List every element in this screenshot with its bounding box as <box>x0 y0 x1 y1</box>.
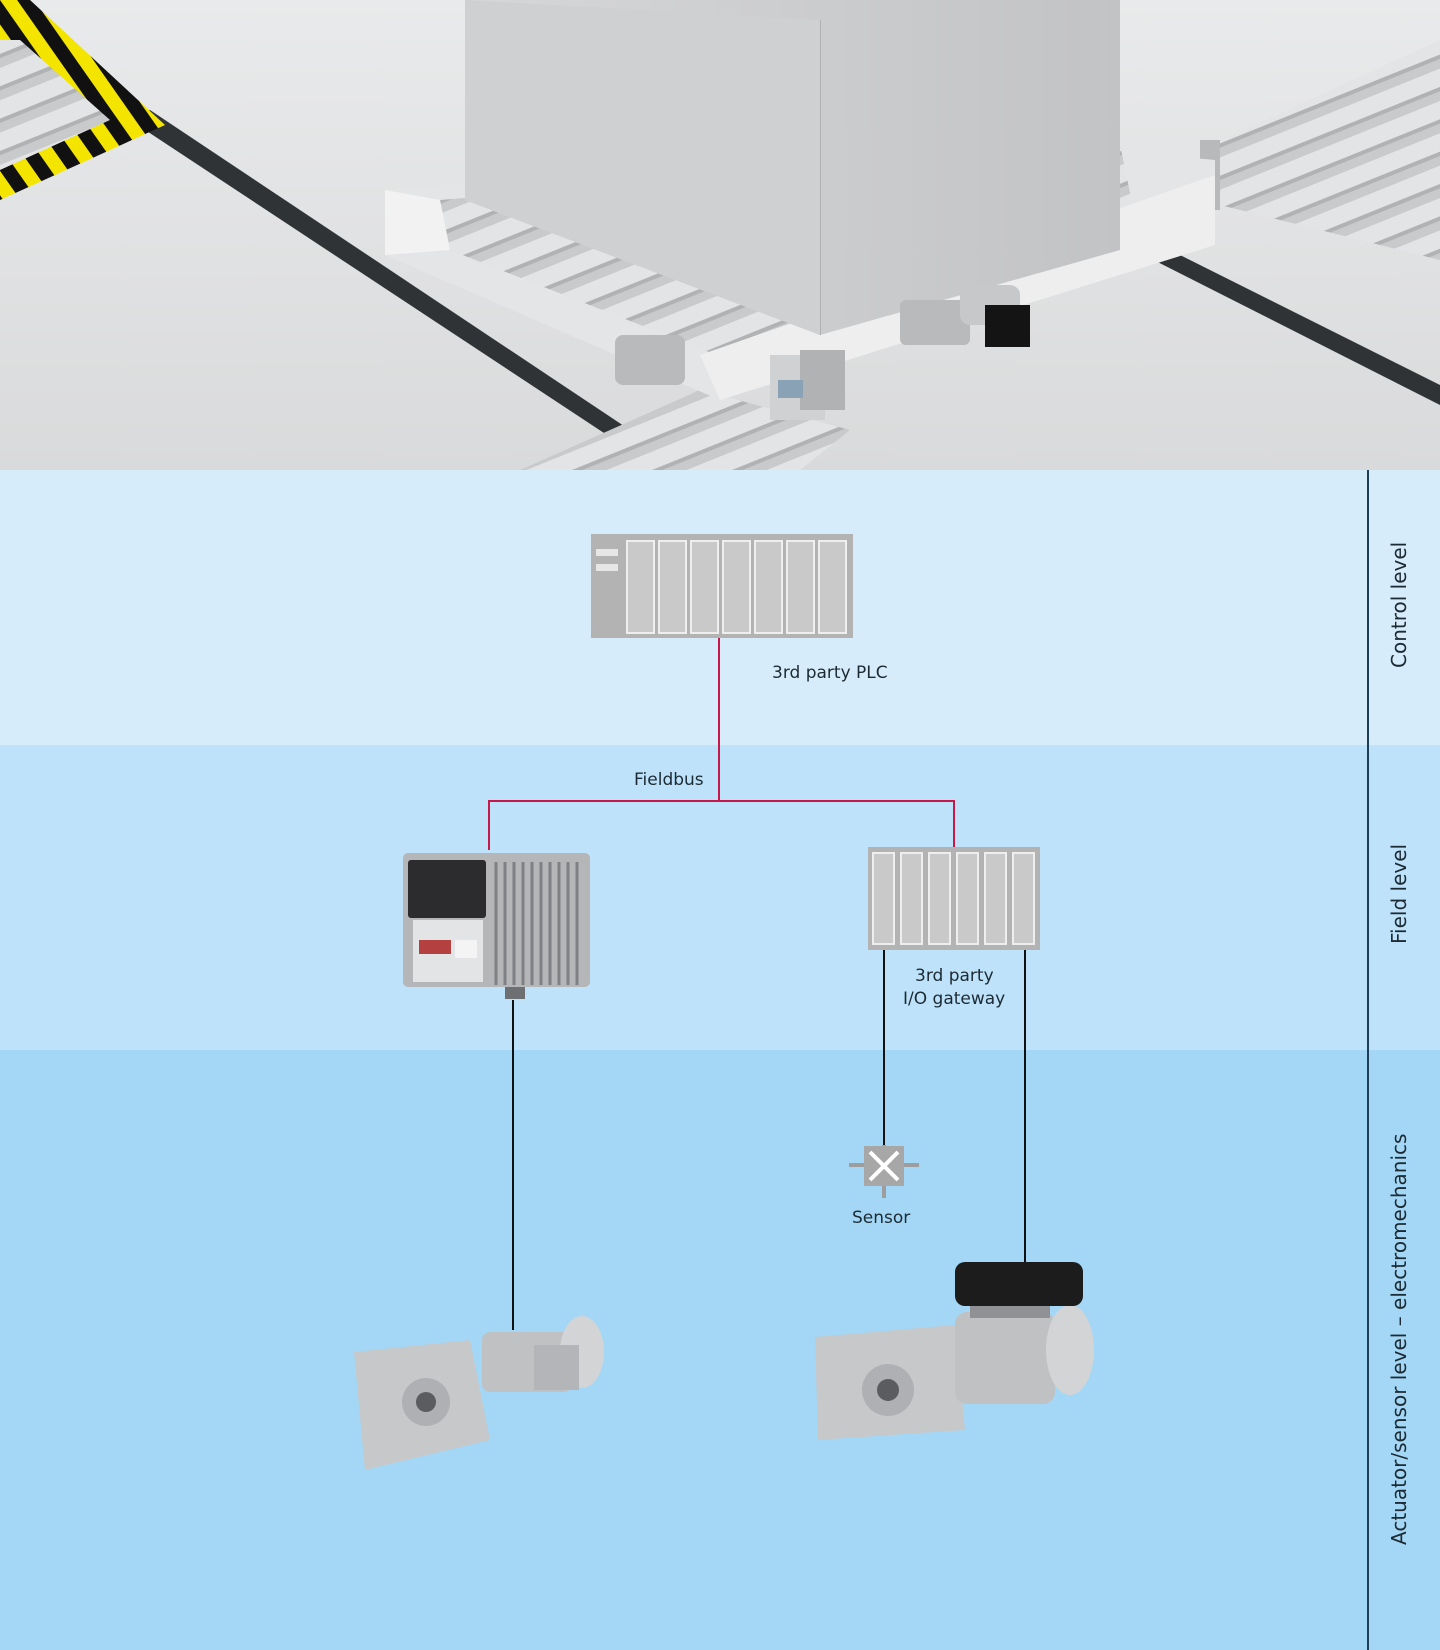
plc-label: 3rd party PLC <box>772 663 888 683</box>
conveyor-scene-illustration <box>0 0 1440 470</box>
control-level-label: Control level <box>1387 541 1411 668</box>
actuator-level-label: Actuator/sensor level – electromechanics <box>1387 1133 1411 1545</box>
geared-motor-left-illustration <box>354 1316 604 1470</box>
field-level-label: Field level <box>1387 843 1411 944</box>
sensor-label: Sensor <box>852 1208 911 1228</box>
fieldbus-label: Fieldbus <box>634 770 704 790</box>
fieldbus-lines <box>488 638 955 850</box>
io-gateway-rack <box>868 847 1040 950</box>
geared-motor-right-illustration <box>815 1262 1094 1440</box>
actuator-level-band <box>0 1050 1440 1650</box>
frequency-inverter-illustration <box>403 853 590 999</box>
gateway-label-line2: I/O gateway <box>903 989 1006 1009</box>
sensor-icon <box>849 1145 919 1198</box>
gateway-label-line1: 3rd party <box>915 966 994 986</box>
signal-lines <box>512 950 1026 1330</box>
plc-rack <box>591 534 853 638</box>
